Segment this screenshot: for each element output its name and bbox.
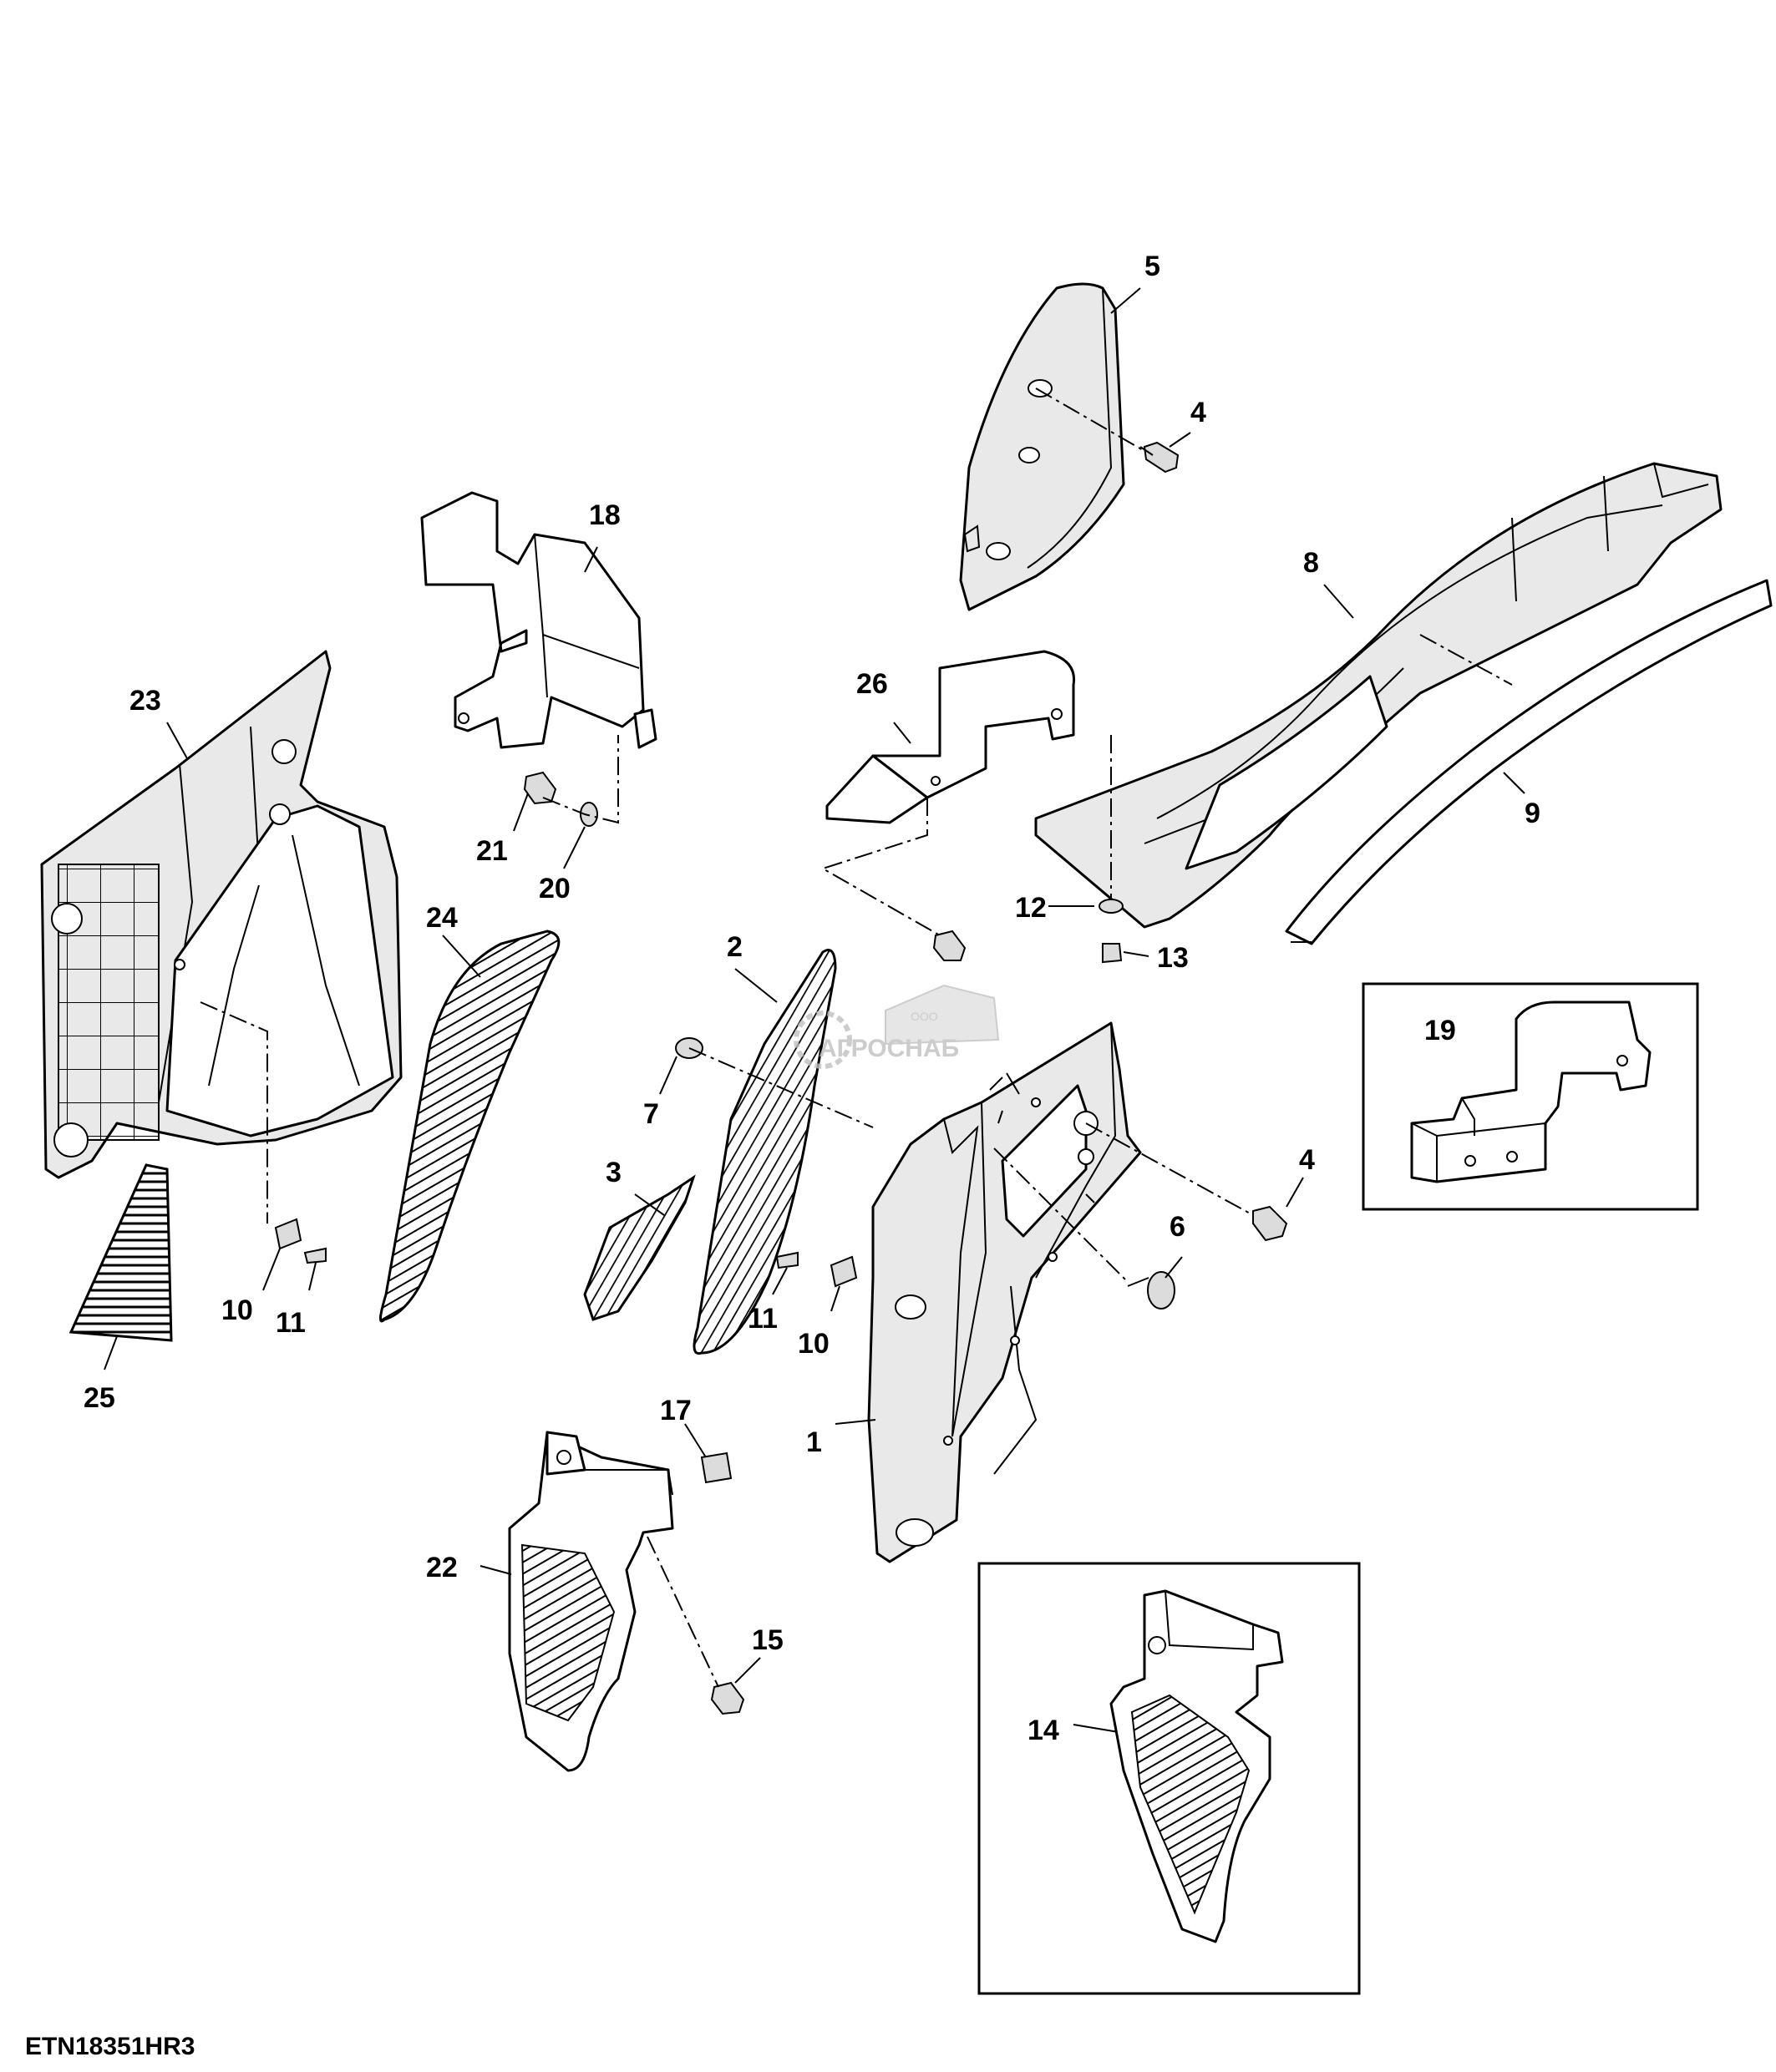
- callout-5: 5: [1144, 251, 1160, 282]
- pin-6: [1127, 1271, 1175, 1310]
- part-3-screen: [583, 1174, 696, 1321]
- part-9-trim-strip: [1285, 579, 1773, 945]
- callout-19: 19: [1424, 1015, 1456, 1046]
- gear-icon: [794, 1011, 852, 1069]
- part-14-lower-grille: [1109, 1589, 1284, 1943]
- diagram-code: ETN18351HR3: [25, 2033, 195, 2060]
- callout-24: 24: [426, 902, 458, 934]
- callout-9: 9: [1525, 798, 1540, 829]
- callout-15: 15: [752, 1624, 784, 1656]
- watermark-prefix: ООО: [911, 1010, 938, 1023]
- callout-23: 23: [129, 685, 161, 717]
- leader-lines: [104, 287, 1525, 1734]
- assembly-lines: [200, 388, 1513, 1688]
- callout-11-left: 11: [276, 1307, 306, 1339]
- callout-17: 17: [660, 1395, 692, 1426]
- callout-6: 6: [1170, 1211, 1185, 1243]
- callout-25: 25: [84, 1382, 115, 1414]
- callout-12: 12: [1015, 892, 1047, 924]
- callout-4-top: 4: [1190, 397, 1206, 428]
- callout-26: 26: [856, 668, 888, 700]
- callout-8: 8: [1303, 547, 1319, 579]
- washer-20: [580, 802, 598, 827]
- watermark-brand: АГРОСНАБ: [819, 1035, 959, 1062]
- callout-10-right: 10: [798, 1328, 830, 1360]
- clip-10-left: [274, 1218, 302, 1250]
- callouts: 5 4 18 8 23 26 9 21 20 24 12 13 2 19 7 3…: [84, 251, 1540, 1746]
- part-22-lower-grille: [508, 1431, 674, 1772]
- part-25-screen: [69, 1163, 173, 1342]
- clip-10-right: [830, 1255, 858, 1288]
- part-8-fender: [1034, 462, 1723, 929]
- part-18-bracket: [420, 491, 657, 749]
- part-1-side-panel: [867, 1021, 1142, 1563]
- part-2-screen: [693, 949, 837, 1355]
- callout-13: 13: [1157, 942, 1189, 974]
- part-23-side-shroud: [40, 650, 403, 1179]
- callout-21: 21: [476, 835, 508, 867]
- callout-20: 20: [539, 873, 571, 904]
- tractor-icon: [885, 984, 1000, 1046]
- callout-7: 7: [643, 1098, 659, 1130]
- callout-11-right: 11: [748, 1303, 778, 1335]
- bolt-26: [932, 930, 967, 961]
- clip-17: [700, 1451, 733, 1484]
- part-24-screen: [379, 930, 561, 1323]
- watermark: ООО АГРОСНАБ: [794, 984, 1000, 1069]
- hardware: [274, 441, 1288, 1715]
- callout-22: 22: [426, 1552, 458, 1583]
- inset-19: [1362, 982, 1699, 1211]
- callout-2: 2: [727, 931, 743, 963]
- washer-12: [1099, 899, 1124, 914]
- bolt-4-top: [1139, 441, 1180, 474]
- bolt-21: [523, 771, 557, 805]
- callout-3: 3: [606, 1157, 622, 1188]
- screw-11-left: [303, 1247, 327, 1264]
- part-5-fender-cap: [959, 282, 1125, 611]
- callout-4-right: 4: [1299, 1144, 1315, 1176]
- screw-11-right: [775, 1251, 799, 1269]
- bolt-15: [710, 1681, 745, 1715]
- bolt-4-right: [1252, 1205, 1288, 1242]
- part-26-bracket: [825, 650, 1076, 824]
- callout-14: 14: [1028, 1715, 1059, 1746]
- inset-14: [977, 1562, 1361, 1995]
- callout-1: 1: [806, 1426, 822, 1458]
- part-19-bracket: [1410, 1001, 1652, 1183]
- callout-10-left: 10: [221, 1294, 253, 1326]
- screw-13: [1102, 943, 1123, 964]
- callout-18: 18: [589, 499, 621, 531]
